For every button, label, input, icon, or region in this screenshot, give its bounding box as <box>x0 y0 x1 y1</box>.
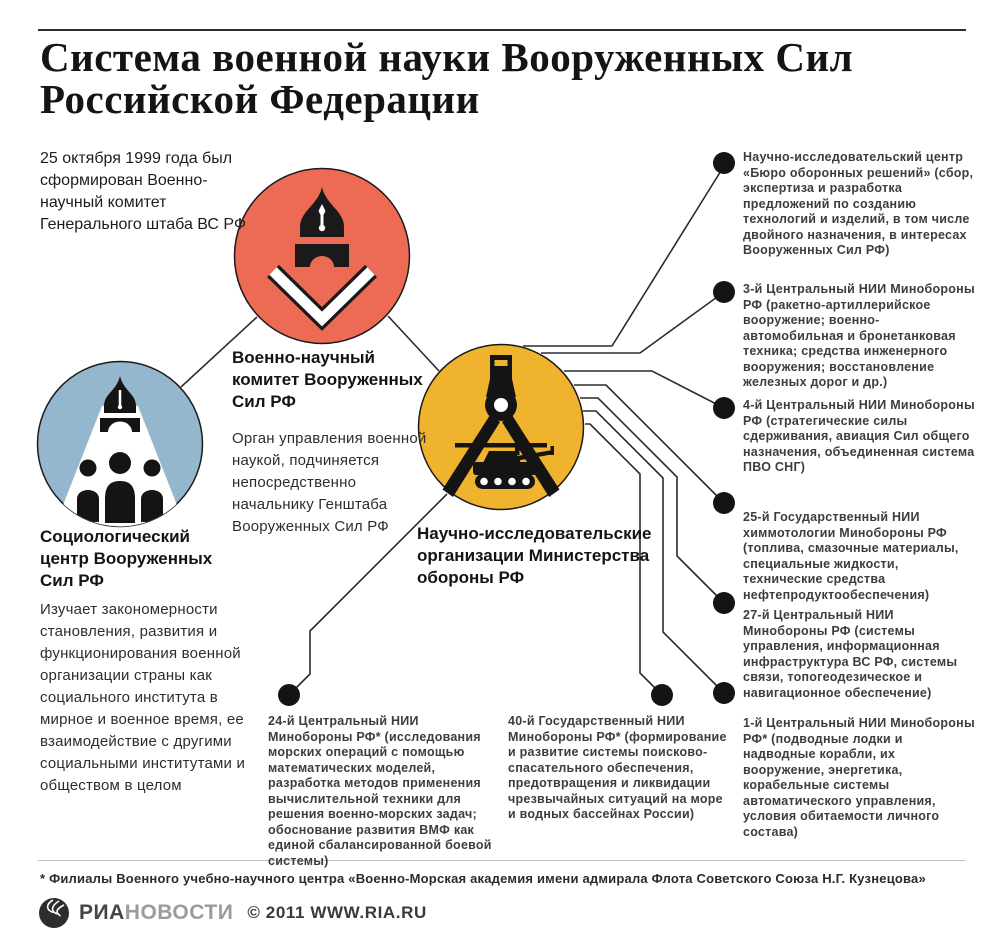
link-committee-socio <box>180 316 258 388</box>
connector-dot <box>651 684 673 706</box>
footnote: * Филиалы Военного учебно-научного центр… <box>40 871 926 886</box>
link-institute-6 <box>583 410 725 694</box>
committee-label: Военно-научный комитет Вооруженных Сил Р… <box>232 348 423 411</box>
page-title-line2: Российской Федерации <box>40 76 480 122</box>
institute-item: 1-й Центральный НИИ Минобороны РФ* (подв… <box>743 716 975 839</box>
link-institute-4 <box>574 384 725 504</box>
spotlight-people-icon <box>54 376 186 527</box>
connector-dot <box>713 492 735 514</box>
committee-node <box>233 167 411 345</box>
institute-item: 4-й Центральный НИИ Минобороны РФ (страт… <box>743 398 975 474</box>
link-committee-research <box>387 315 440 372</box>
connector-dot <box>713 397 735 419</box>
institute-item: 24-й Центральный НИИ Минобороны РФ* (исс… <box>268 714 492 868</box>
page-title-line1: Система военной науки Вооруженных Сил <box>40 34 854 80</box>
institute-item: 40-й Государственный НИИ Минобороны РФ* … <box>508 714 727 821</box>
socio-description: Изучает закономерности становления, разв… <box>40 601 246 794</box>
link-institute-2 <box>541 291 725 354</box>
link-institute-3 <box>564 370 725 409</box>
link-institute-5 <box>580 397 725 604</box>
brand-novosti: НОВОСТИ <box>124 901 234 924</box>
link-institute-8 <box>585 423 663 696</box>
institute-item: 25-й Государственный НИИ химмотологии Ми… <box>743 510 959 602</box>
brand-ria: РИА <box>79 901 125 924</box>
institute-item: Научно-исследовательский центр «Бюро обо… <box>743 150 974 257</box>
compass-tank-icon <box>442 355 560 497</box>
committee-description: Орган управления военной наукой, подчиня… <box>232 430 427 535</box>
connector-dot <box>278 684 300 706</box>
pen-nib-chevron-icon <box>267 187 377 331</box>
socio-node <box>36 360 204 528</box>
link-institute-7 <box>288 493 448 696</box>
footer: РИАНОВОСТИ © 2011 WWW.RIA.RU <box>38 896 427 930</box>
copyright: © 2011 WWW.RIA.RU <box>247 903 427 922</box>
socio-label: Социологический центр Вооруженных Сил РФ <box>40 527 213 590</box>
research-node <box>417 343 585 511</box>
intro-note: 25 октября 1999 года был сформирован Вое… <box>40 150 247 233</box>
connector-dot <box>713 152 735 174</box>
institute-item: 3-й Центральный НИИ Минобороны РФ (ракет… <box>743 282 975 389</box>
page-title: Система военной науки Вооруженных Сил Ро… <box>40 36 970 120</box>
ria-globe-icon <box>39 898 69 928</box>
footnote-divider <box>38 860 966 861</box>
connector-dot <box>713 682 735 704</box>
link-institute-1 <box>523 165 725 347</box>
research-label: Научно-исследовательские организации Мин… <box>417 524 652 587</box>
connector-dot <box>713 281 735 303</box>
connector-dot <box>713 592 735 614</box>
ria-novosti-brand: РИАНОВОСТИ <box>79 901 233 925</box>
top-rule <box>38 29 966 31</box>
institute-item: 27-й Центральный НИИ Минобороны РФ (сист… <box>743 608 958 700</box>
